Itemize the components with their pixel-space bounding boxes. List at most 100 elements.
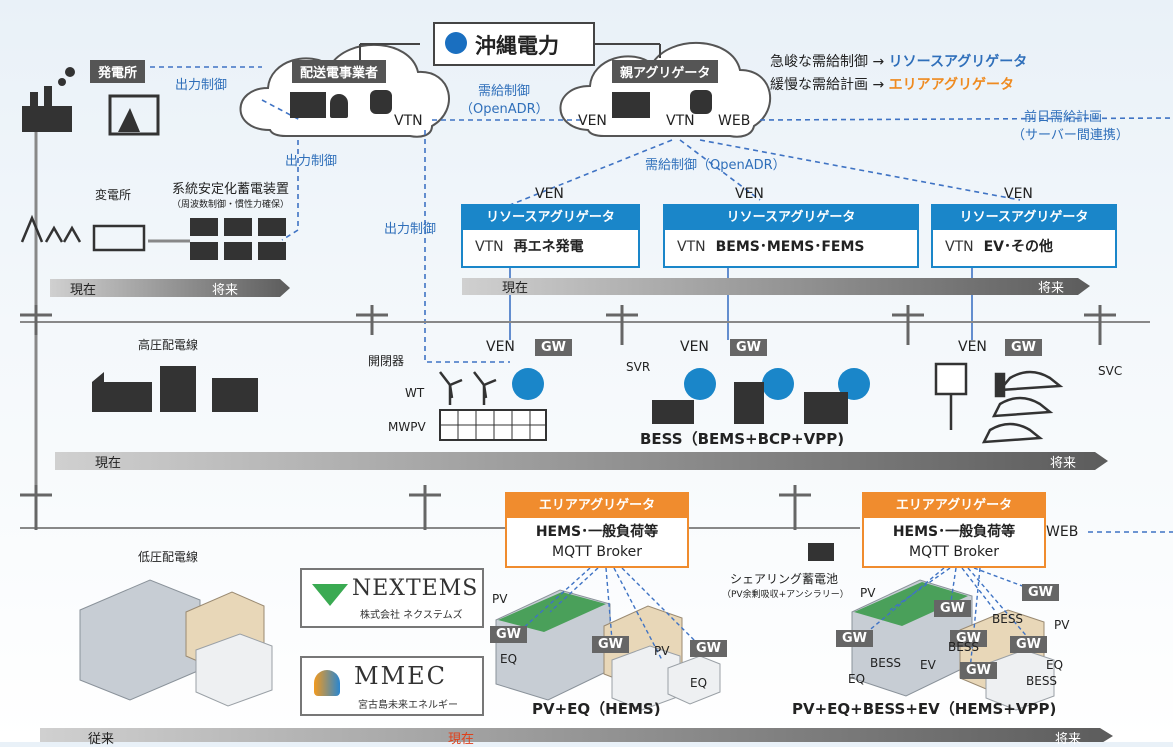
legend-area-aggregator: エリアアグリゲータ (888, 77, 1014, 93)
field-gw-2: GW (730, 339, 768, 356)
lv-gw-9: GW (960, 662, 998, 679)
legend-line-1-prefix: 急峻な需給制御 → (770, 54, 885, 70)
battery-badges (512, 368, 870, 400)
field-gw-1: GW (535, 339, 573, 356)
brand-logo-icon (445, 32, 467, 54)
ra-body-1: VTN 再エネ発電 (463, 230, 638, 264)
day-ahead-label-2: （サーバー間連携） (1012, 128, 1129, 143)
lv-gw-6: GW (836, 630, 874, 647)
mwpv-panel-icon (439, 409, 547, 441)
lv-gw-7: GW (950, 630, 988, 647)
lv-eq-label-2: EQ (690, 676, 708, 690)
mmec-logo: MMEC 宮古島未来エネルギー (300, 656, 484, 716)
distribution-person-icon (330, 94, 348, 118)
bess-caption: BESS（BEMS+BCP+VPP) (640, 430, 845, 448)
lv-web-label: WEB (1046, 524, 1079, 540)
caption-left: PV+EQ（HEMS) (532, 700, 661, 718)
field-ven-2: VEN (680, 339, 709, 355)
brand-name: 沖縄電力 (475, 34, 559, 58)
substation-icon (20, 214, 146, 252)
distribution-server-icon (370, 90, 392, 114)
nextems-logo: NEXTEMS 株式会社 ネクステムズ (300, 568, 484, 628)
shared-battery-sub: （PV余剰吸収+アンシラリー） (722, 590, 849, 600)
wt-label: WT (405, 386, 425, 400)
caption-right: PV+EQ+BESS+EV（HEMS+VPP) (792, 700, 1057, 718)
ra-ven-2: VEN (735, 186, 764, 202)
lv-bess-label-3: BESS (870, 656, 902, 670)
control-dashed-lines (150, 66, 1173, 533)
lv-gw-2: GW (592, 636, 630, 653)
lv-gw-3: GW (690, 640, 728, 657)
nextems-subname: 株式会社 ネクステムズ (360, 610, 463, 621)
ra-title-2: リソースアグリゲータ (665, 206, 917, 230)
nextems-mark-icon (312, 584, 348, 606)
field-gw-3: GW (1005, 339, 1043, 356)
lv-eq-label-3: EQ (1046, 658, 1064, 672)
aa-title-1: エリアアグリゲータ (507, 494, 687, 518)
dr-label: 需給制御 (478, 84, 531, 99)
lv-houses-left (79, 579, 273, 707)
lv-gw-4: GW (934, 600, 972, 617)
day-ahead-label-1: 前日需給計画 (1024, 110, 1103, 125)
timeline-4-future: 将来 (1055, 732, 1082, 747)
area-aggregator-1: エリアアグリゲータ HEMS･一般負荷等 MQTT Broker (505, 492, 689, 568)
parent-monitor-icon (612, 92, 650, 118)
timeline-1-now: 現在 (70, 283, 97, 298)
lv-eq-label-1: EQ (500, 652, 518, 666)
timeline-4-now: 現在 (448, 732, 475, 747)
wind-turbine-icon (439, 371, 497, 405)
stability-storage-icon (190, 218, 286, 260)
mmec-subname: 宮古島未来エネルギー (358, 700, 458, 711)
ra-vtn-3: VTN (945, 239, 974, 255)
ra-title-3: リソースアグリゲータ (933, 206, 1115, 230)
brand-box: 沖縄電力 (433, 22, 595, 66)
timeline-1-future: 将来 (212, 283, 239, 298)
ev-charging-icon (934, 362, 1064, 444)
resource-aggregator-3: リソースアグリゲータ VTN EV･その他 (931, 204, 1117, 268)
distribution-monitor-icon (290, 92, 326, 118)
hv-buildings-icon (92, 366, 258, 412)
stability-storage-subtitle: （周波数制御・慣性力確保） (172, 200, 290, 210)
legend-line-2-prefix: 緩慢な需給計画 → (770, 77, 885, 93)
ra-name-3: EV･その他 (983, 239, 1054, 255)
aa-line1-2: HEMS･一般負荷等 (892, 524, 1016, 540)
nextems-name: NEXTEMS (352, 576, 479, 601)
lv-bess-label-4: BESS (1026, 674, 1058, 688)
output-control-label-2: 出力制御 (285, 154, 338, 169)
mwpv-label: MWPV (388, 420, 426, 434)
switchgear-label: 開閉器 (368, 354, 405, 368)
parent-vtn-label: VTN (666, 113, 695, 129)
aa-title-2: エリアアグリゲータ (864, 494, 1044, 518)
utility-poles (20, 305, 1116, 530)
timeline-2-future: 将来 (1038, 281, 1065, 296)
lv-pv-label-2: PV (654, 644, 670, 658)
dr-protocol-label: （OpenADR） (460, 102, 549, 117)
lv-bess-label-2: BESS (948, 640, 980, 654)
legend-line-2: 緩慢な需給計画 → エリアアグリゲータ (770, 74, 1014, 94)
lv-line-label: 低圧配電線 (138, 550, 199, 564)
area-aggregator-2: エリアアグリゲータ HEMS･一般負荷等 MQTT Broker (862, 492, 1046, 568)
ra-name-1: 再エネ発電 (513, 239, 584, 255)
lv-ev-label: EV (920, 658, 936, 672)
power-plant-icon (22, 67, 160, 136)
hv-line-label: 高圧配電線 (138, 338, 199, 352)
timeline-3-future: 将来 (1050, 456, 1077, 471)
parent-web-label: WEB (718, 113, 751, 129)
lv-pv-label-1: PV (492, 592, 508, 606)
lv-pv-label-4: PV (1054, 618, 1070, 632)
ra-vtn-1: VTN (475, 239, 504, 255)
timeline-arrows (40, 278, 1113, 742)
field-ven-3: VEN (958, 339, 987, 355)
mqtt-fan-left (509, 567, 701, 661)
ra-ven-1: VEN (535, 186, 564, 202)
bess-buildings-icon (652, 382, 848, 424)
shared-battery-icon (808, 543, 834, 561)
parent-aggregator-label: 親アグリゲータ (612, 60, 719, 83)
lv-houses-mid (495, 589, 721, 711)
lv-gw-1: GW (490, 626, 528, 643)
distribution-vtn-label: VTN (394, 113, 423, 129)
aa-line2-1: MQTT Broker (551, 544, 642, 560)
